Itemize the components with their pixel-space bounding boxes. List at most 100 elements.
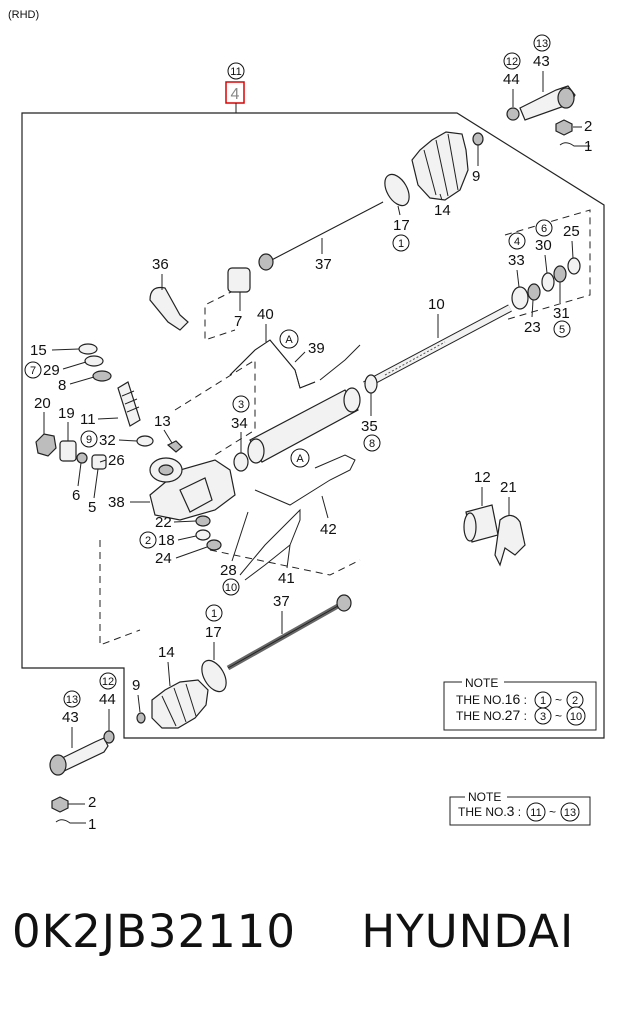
callout-A-upper[interactable]: A — [279, 329, 299, 349]
seal-15 — [78, 343, 98, 355]
clip-ring-17-lower — [201, 659, 227, 693]
svg-text:2: 2 — [88, 794, 96, 811]
callout-37-upper[interactable]: 37 — [315, 238, 332, 273]
ring-30 — [541, 272, 555, 292]
rod-ball-joint-lower — [336, 594, 352, 612]
svg-text:9: 9 — [86, 434, 92, 446]
callout-26[interactable]: 26 — [99, 452, 125, 469]
callout-14-upper[interactable]: 14 — [434, 193, 451, 219]
callout-13[interactable]: 13 — [154, 413, 173, 444]
bushing-7 — [227, 267, 251, 293]
callout-35[interactable]: 35 8 — [361, 393, 381, 452]
callout-6[interactable]: 6 — [72, 462, 82, 504]
callout-1-lower[interactable]: 1 — [88, 816, 96, 833]
tie-rod-end-lower — [49, 730, 115, 824]
callout-44-upper[interactable]: 12 44 — [503, 52, 521, 107]
rod-ball-joint-upper — [258, 253, 274, 271]
callout-29[interactable]: 7 29 — [24, 361, 87, 379]
callout-30[interactable]: 6 30 — [535, 219, 553, 274]
svg-text:28: 28 — [220, 562, 237, 579]
callout-31[interactable]: 31 5 — [553, 282, 571, 338]
cover-13 — [166, 440, 183, 453]
svg-text:THE NO.3 :: THE NO.3 : — [458, 803, 521, 819]
svg-text:26: 26 — [108, 452, 125, 469]
svg-text:10: 10 — [570, 711, 582, 723]
svg-text:10: 10 — [225, 582, 237, 594]
note-box-outer: NOTE THE NO.3 : 11 ~ 13 — [449, 789, 591, 826]
svg-text:2: 2 — [572, 695, 578, 707]
callout-25[interactable]: 25 — [563, 223, 580, 259]
callout-14-lower[interactable]: 14 — [158, 644, 175, 687]
callout-36[interactable]: 36 — [152, 256, 169, 290]
svg-text:43: 43 — [533, 53, 550, 70]
svg-text:8: 8 — [58, 377, 66, 394]
callout-22[interactable]: 22 — [155, 514, 197, 531]
callout-17-upper[interactable]: 17 1 — [392, 205, 410, 252]
cylinder-tube — [247, 387, 361, 464]
callout-21[interactable]: 21 — [500, 479, 517, 516]
callout-43-upper[interactable]: 13 43 — [533, 34, 551, 92]
seal-35 — [364, 374, 378, 394]
callout-10[interactable]: 10 — [428, 296, 445, 338]
assembly-ref-circle: 11 — [230, 66, 241, 78]
callout-18[interactable]: 2 18 — [139, 531, 197, 549]
svg-text:14: 14 — [434, 202, 451, 219]
svg-text:11: 11 — [530, 807, 541, 819]
svg-text:44: 44 — [503, 71, 520, 88]
note-box-inner: NOTE THE NO.16 : 1 ~ 2 THE NO.27 : 3 ~ 1… — [443, 675, 597, 731]
boot-lower — [151, 679, 209, 729]
callout-9-upper[interactable]: 9 — [472, 145, 480, 185]
callout-33[interactable]: 4 33 — [508, 232, 526, 288]
ring-31 — [553, 265, 567, 283]
callout-42[interactable]: 42 — [320, 495, 337, 538]
seal-22 — [195, 515, 211, 527]
callout-43-lower[interactable]: 13 43 — [62, 690, 81, 748]
callout-2-lower[interactable]: 2 — [68, 794, 96, 811]
callout-32[interactable]: 9 32 — [80, 430, 138, 449]
callout-44-lower[interactable]: 12 44 — [99, 672, 117, 731]
callout-11[interactable]: 11 — [80, 411, 119, 428]
svg-text:5: 5 — [559, 324, 565, 336]
callout-12-mount[interactable]: 12 — [474, 469, 491, 506]
svg-text:18: 18 — [158, 532, 175, 549]
dashed-guide-lower — [209, 549, 361, 576]
callout-A-lower[interactable]: A — [290, 448, 310, 468]
svg-text:13: 13 — [564, 807, 576, 819]
callout-23[interactable]: 23 — [524, 299, 541, 336]
svg-text:12: 12 — [102, 676, 114, 688]
callout-8[interactable]: 8 — [58, 376, 95, 394]
pinion-shaft — [117, 381, 141, 427]
mount-bushing-12 — [463, 504, 499, 543]
svg-text:17: 17 — [393, 217, 410, 234]
callout-19[interactable]: 19 — [58, 405, 75, 441]
callout-2-upper[interactable]: 2 — [573, 118, 592, 135]
callout-20[interactable]: 20 — [34, 395, 51, 434]
band-9-upper — [472, 132, 484, 146]
ring-33 — [511, 286, 529, 310]
callout-15[interactable]: 15 — [30, 342, 80, 359]
svg-text:10: 10 — [428, 296, 445, 313]
callout-1-upper[interactable]: 1 — [584, 138, 592, 155]
callout-28[interactable]: 28 10 — [220, 511, 249, 596]
callout-38[interactable]: 38 — [108, 494, 150, 511]
callout-41[interactable]: 41 — [278, 544, 295, 587]
callout-5[interactable]: 5 — [88, 468, 99, 516]
callout-9-lower[interactable]: 9 — [132, 677, 141, 713]
svg-text:44: 44 — [99, 691, 116, 708]
callout-24[interactable]: 24 — [155, 546, 208, 567]
svg-text:37: 37 — [273, 593, 290, 610]
part-code: 0K2JB32110 — [12, 905, 297, 958]
svg-text:1: 1 — [398, 238, 404, 250]
callout-7[interactable]: 7 — [234, 292, 242, 330]
callout-17-lower[interactable]: 1 17 — [205, 604, 223, 660]
seal-34 — [233, 452, 249, 472]
callout-39[interactable]: 39 — [294, 340, 325, 363]
svg-text:36: 36 — [152, 256, 169, 273]
callout-37-lower[interactable]: 37 — [273, 593, 290, 634]
pipe-40 — [229, 339, 316, 389]
assembly-callout[interactable]: 11 4 — [225, 62, 245, 113]
callout-34[interactable]: 3 34 — [231, 395, 250, 453]
svg-text:A: A — [285, 334, 293, 346]
svg-text:14: 14 — [158, 644, 175, 661]
callout-40[interactable]: 40 — [257, 306, 274, 342]
